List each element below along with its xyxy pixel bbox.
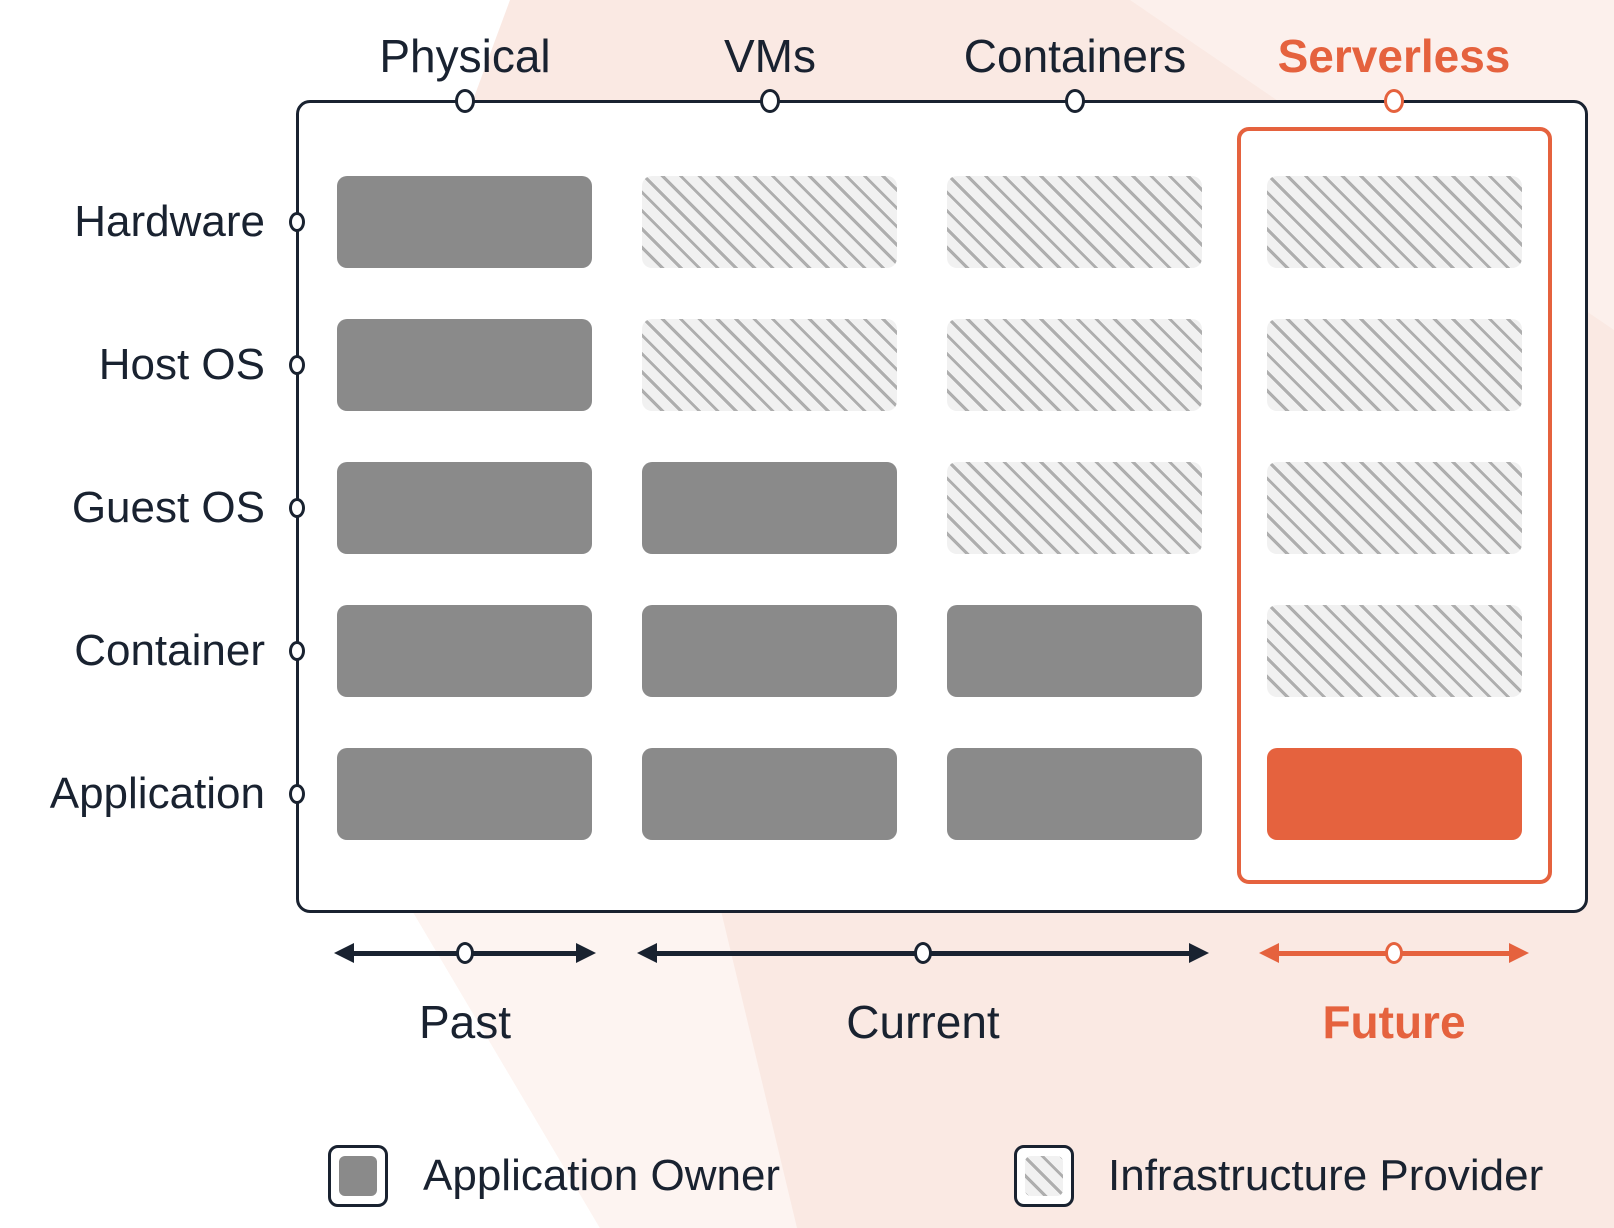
timeline-label-past: Past [418,996,512,1048]
current-arrow-left-head [637,943,657,963]
cell-guest-os-vms [642,462,897,554]
cell-container-containers [947,605,1202,697]
legend-label-application-owner: Application Owner [423,1151,781,1200]
connector-node-application [289,784,305,804]
current-arrow [637,941,1209,965]
future-arrow-node [1385,942,1403,964]
owner-swatch-icon [339,1156,377,1196]
cell-application-serverless [1267,748,1522,840]
cell-guest-os-physical [337,462,592,554]
cell-container-serverless [1267,605,1522,697]
legend-label-infrastructure-provider: Infrastructure Provider [1108,1151,1544,1200]
cell-hardware-containers [947,176,1202,268]
cell-host-os-containers [947,319,1202,411]
connector-node-serverless [1384,89,1404,113]
serverless-highlight-frame [1237,127,1552,884]
cell-host-os-physical [337,319,592,411]
cell-application-physical [337,748,592,840]
future-arrow [1259,941,1529,965]
connector-node-guest-os [289,498,305,518]
cell-hardware-physical [337,176,592,268]
connector-node-hardware [289,212,305,232]
column-header-physical: Physical [379,30,551,82]
connector-node-container [289,641,305,661]
cell-hardware-serverless [1267,176,1522,268]
provider-swatch-icon [1025,1156,1063,1196]
cell-host-os-serverless [1267,319,1522,411]
future-arrow-right-head [1509,943,1529,963]
past-arrow-right-head [576,943,596,963]
cell-application-containers [947,748,1202,840]
column-header-serverless: Serverless [1277,30,1511,82]
timeline-label-future: Future [1322,996,1466,1048]
row-label-application: Application [49,769,265,818]
connector-node-vms [760,89,780,113]
row-label-hardware: Hardware [74,197,265,246]
column-header-vms: VMs [724,30,816,82]
cell-application-vms [642,748,897,840]
current-arrow-node [914,942,932,964]
cell-container-vms [642,605,897,697]
past-arrow [334,941,596,965]
cell-host-os-vms [642,319,897,411]
connector-node-physical [455,89,475,113]
future-arrow-left-head [1259,943,1279,963]
connector-node-host-os [289,355,305,375]
timeline-label-current: Current [846,996,1000,1048]
cell-guest-os-serverless [1267,462,1522,554]
past-arrow-node [456,942,474,964]
column-header-containers: Containers [963,30,1187,82]
row-label-host-os: Host OS [98,340,265,389]
cell-guest-os-containers [947,462,1202,554]
row-label-guest-os: Guest OS [71,483,265,532]
legend-swatch-infrastructure-provider [1014,1145,1074,1207]
past-arrow-left-head [334,943,354,963]
legend-swatch-application-owner [328,1145,388,1207]
cell-container-physical [337,605,592,697]
connector-node-containers [1065,89,1085,113]
row-label-container: Container [74,626,265,675]
cell-hardware-vms [642,176,897,268]
current-arrow-right-head [1189,943,1209,963]
